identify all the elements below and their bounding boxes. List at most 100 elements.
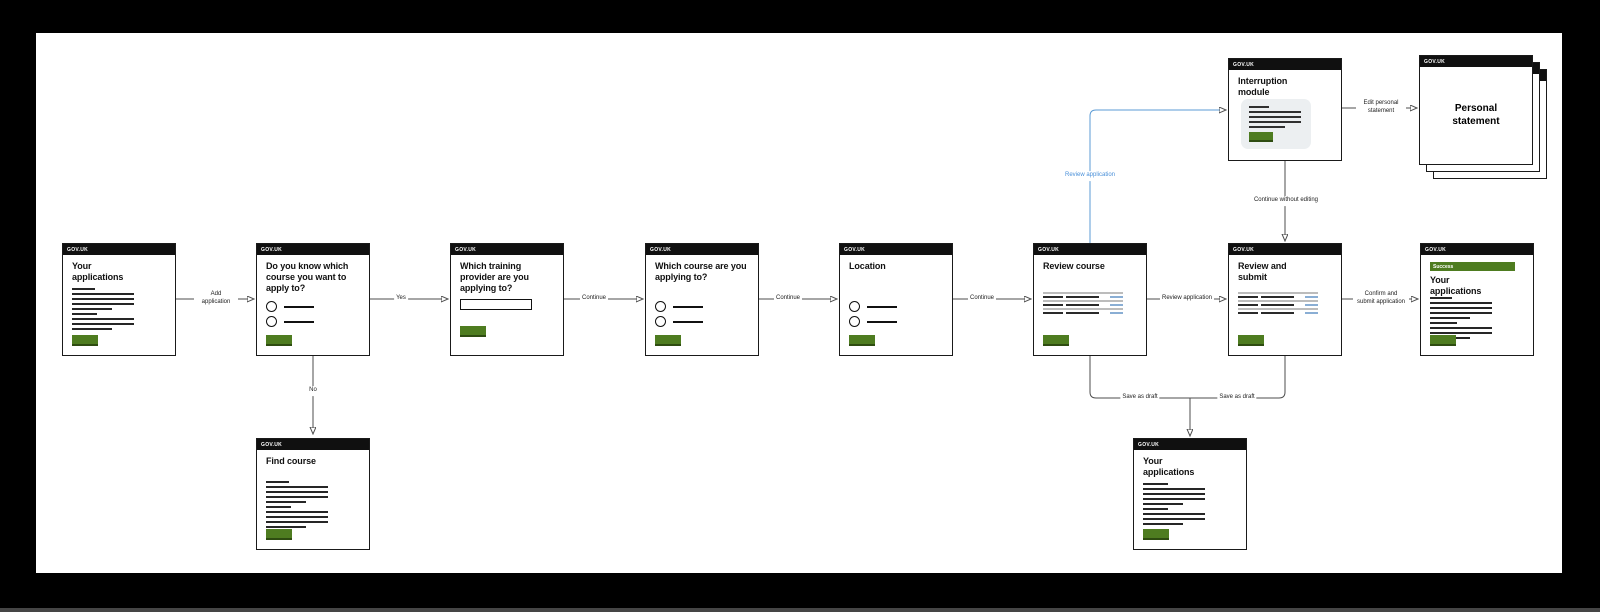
page-title: Your applications: [72, 261, 124, 282]
govuk-header-bar: GOV.UK: [1034, 244, 1146, 255]
govuk-logo: GOV.UK: [1424, 58, 1446, 65]
change-link-placeholder[interactable]: [1110, 296, 1123, 298]
flow-node-location[interactable]: GOV.UK Location: [839, 243, 953, 356]
govuk-logo: GOV.UK: [261, 441, 283, 448]
govuk-logo: GOV.UK: [1138, 441, 1160, 448]
change-link-placeholder[interactable]: [1110, 304, 1123, 306]
page-title: Find course: [266, 456, 316, 466]
edge-label-continue-2: Continue: [773, 294, 803, 304]
radio-option[interactable]: [849, 316, 897, 327]
radio-label-placeholder: [284, 320, 314, 323]
flow-node-do-you-know-course[interactable]: GOV.UK Do you know which course you want…: [256, 243, 370, 356]
govuk-logo: GOV.UK: [1425, 246, 1447, 253]
radio-option[interactable]: [849, 301, 897, 312]
govuk-header-bar: GOV.UK: [1420, 56, 1532, 67]
radio-group[interactable]: [849, 301, 897, 331]
radio-option[interactable]: [655, 316, 703, 327]
primary-button[interactable]: [72, 335, 98, 346]
page-title: Review course: [1043, 261, 1105, 271]
edge-label-save-as-draft-left: Save as draft: [1120, 393, 1160, 403]
connector-review-application-blue: [1089, 110, 1220, 243]
radio-label-placeholder: [867, 305, 897, 308]
page-title: Which training provider are you applying…: [460, 261, 529, 293]
edge-label-save-as-draft-right: Save as draft: [1217, 393, 1257, 403]
flow-node-training-provider[interactable]: GOV.UK Which training provider are you a…: [450, 243, 564, 356]
primary-button[interactable]: [460, 326, 486, 337]
primary-button[interactable]: [1249, 132, 1273, 142]
primary-button[interactable]: [849, 335, 875, 346]
radio-group[interactable]: [655, 301, 703, 331]
edge-label-continue-without-editing: Continue without editing: [1251, 196, 1321, 206]
radio-option[interactable]: [266, 316, 314, 327]
edge-label-review-application: Review application: [1159, 294, 1215, 304]
flow-node-your-applications-success[interactable]: GOV.UK Success Your applications: [1420, 243, 1534, 356]
radio-icon[interactable]: [655, 301, 666, 312]
edge-label-review-application-blue: Review application: [1062, 171, 1118, 181]
radio-option[interactable]: [266, 301, 314, 312]
text-input[interactable]: [460, 299, 532, 310]
govuk-header-bar: GOV.UK: [1229, 59, 1341, 70]
flow-node-your-applications-draft[interactable]: GOV.UK Your applications: [1133, 438, 1247, 550]
flow-node-review-and-submit[interactable]: GOV.UK Review and submit: [1228, 243, 1342, 356]
govuk-header-bar: GOV.UK: [257, 244, 369, 255]
page-title: Review and submit: [1238, 261, 1287, 282]
page-title: Your applications: [1430, 275, 1482, 296]
flow-node-review-course[interactable]: GOV.UK Review course: [1033, 243, 1147, 356]
flow-node-which-course[interactable]: GOV.UK Which course are you applying to?: [645, 243, 759, 356]
primary-button[interactable]: [1043, 335, 1069, 346]
change-link-placeholder[interactable]: [1305, 312, 1318, 314]
primary-button[interactable]: [266, 529, 292, 540]
change-link-placeholder[interactable]: [1305, 304, 1318, 306]
govuk-header-bar: GOV.UK: [451, 244, 563, 255]
change-link-placeholder[interactable]: [1305, 296, 1318, 298]
govuk-header-bar: GOV.UK: [1229, 244, 1341, 255]
page-title: Interruption module: [1238, 76, 1288, 97]
govuk-header-bar: GOV.UK: [1134, 439, 1246, 450]
primary-button[interactable]: [1430, 335, 1456, 346]
radio-label-placeholder: [673, 320, 703, 323]
skeleton-text: [1249, 106, 1303, 128]
summary-row: [1238, 312, 1318, 314]
page-title: Which course are you applying to?: [655, 261, 747, 282]
govuk-logo: GOV.UK: [455, 246, 477, 253]
primary-button[interactable]: [1143, 529, 1169, 540]
page-title: Location: [849, 261, 886, 271]
govuk-header-bar: GOV.UK: [840, 244, 952, 255]
summary-row: [1043, 296, 1123, 298]
page-title: Your applications: [1143, 456, 1195, 477]
radio-group[interactable]: [266, 301, 314, 331]
summary-row: [1043, 304, 1123, 306]
primary-button[interactable]: [1238, 335, 1264, 346]
primary-button[interactable]: [266, 335, 292, 346]
govuk-header-bar: GOV.UK: [257, 439, 369, 450]
flow-node-interruption-module[interactable]: GOV.UK Interruption module: [1228, 58, 1342, 161]
govuk-logo: GOV.UK: [1038, 246, 1060, 253]
radio-icon[interactable]: [266, 301, 277, 312]
summary-row: [1238, 296, 1318, 298]
radio-icon[interactable]: [849, 301, 860, 312]
flow-node-find-course[interactable]: GOV.UK Find course: [256, 438, 370, 550]
radio-label-placeholder: [867, 320, 897, 323]
window-edge: [0, 608, 1600, 612]
govuk-logo: GOV.UK: [67, 246, 89, 253]
primary-button[interactable]: [655, 335, 681, 346]
success-banner: Success: [1430, 262, 1515, 271]
change-link-placeholder[interactable]: [1110, 312, 1123, 314]
flow-node-your-applications-start[interactable]: GOV.UK Your applications: [62, 243, 176, 356]
summary-row: [1043, 312, 1123, 314]
edge-label-yes: Yes: [394, 294, 408, 304]
radio-icon[interactable]: [266, 316, 277, 327]
edge-label-confirm-submit: Confirm and submit application: [1353, 290, 1409, 308]
radio-icon[interactable]: [849, 316, 860, 327]
govuk-logo: GOV.UK: [1233, 61, 1255, 68]
edge-label-continue-3: Continue: [967, 294, 997, 304]
skeleton-text: [1143, 483, 1205, 528]
radio-option[interactable]: [655, 301, 703, 312]
govuk-header-bar: GOV.UK: [646, 244, 758, 255]
interruption-panel: [1241, 99, 1311, 149]
flow-node-personal-statement[interactable]: GOV.UK Personal statement: [1419, 55, 1533, 165]
radio-icon[interactable]: [655, 316, 666, 327]
skeleton-text: [266, 481, 328, 531]
govuk-logo: GOV.UK: [650, 246, 672, 253]
skeleton-text: [72, 288, 134, 333]
